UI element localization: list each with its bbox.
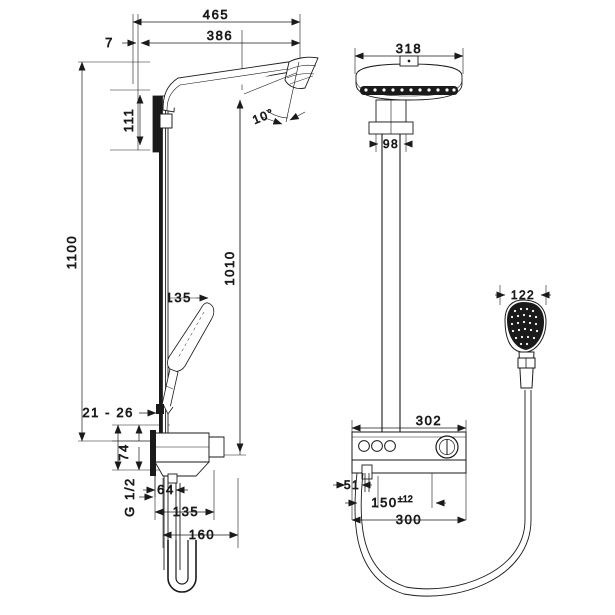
dim-318: 318: [354, 41, 464, 60]
temperature-knob: [435, 435, 459, 459]
dim-g12: G 1/2: [122, 477, 154, 517]
dim-302-label: 302: [416, 413, 443, 428]
dim-111-label: 111: [121, 108, 136, 133]
dim-1010-label: 1010: [222, 250, 237, 285]
dim-122-label: 122: [511, 288, 535, 302]
angle-10deg-label: 10°: [251, 106, 277, 127]
dim-74: 74: [114, 424, 143, 471]
dim-302: 302: [351, 413, 467, 432]
handshower-nozzles: [510, 307, 539, 346]
dim-122: 122: [495, 288, 551, 302]
overhead-shower-side: [284, 56, 319, 89]
wall-bracket: [152, 95, 173, 153]
arm-collar: [368, 99, 414, 135]
shower-hose: [354, 390, 532, 597]
overhead-nozzle-band: [360, 86, 458, 95]
dim-135-valve-label: 135: [173, 504, 200, 519]
button-3: [384, 440, 396, 452]
dim-51-label: 51: [344, 478, 360, 492]
dim-51: 51: [333, 478, 372, 492]
dim-21-26-label: 21 - 26: [82, 405, 134, 420]
overhead-nozzles: [364, 88, 456, 92]
dim-150-label: 150±12: [371, 494, 412, 510]
dim-64: 64: [143, 482, 188, 497]
handshower-holder: [156, 404, 164, 414]
u-bend-pipe: [167, 540, 197, 593]
handshower-handle: [517, 351, 536, 389]
dim-135-handshower: 135: [165, 290, 209, 305]
dim-386: 386: [140, 28, 301, 47]
dim-318-label: 318: [396, 41, 423, 56]
dim-111: 111: [121, 94, 144, 146]
dim-7: 7: [105, 35, 137, 50]
valve-outlet: [361, 464, 373, 492]
dim-1100-label: 1100: [64, 235, 79, 269]
dim-135-valve: 135: [154, 504, 215, 519]
right-column: [381, 134, 401, 432]
handshower-side: [161, 302, 215, 415]
dim-98: 98: [369, 137, 413, 151]
dim-7-label: 7: [105, 35, 114, 50]
valve-body-side: [154, 432, 225, 484]
dim-300-label: 300: [396, 512, 423, 527]
button-1: [358, 440, 370, 452]
dim-64-label: 64: [157, 482, 175, 497]
dim-300: 300: [351, 512, 467, 527]
dim-160-label: 160: [189, 527, 216, 542]
dim-g12-label: G 1/2: [122, 477, 137, 517]
dim-465: 465: [132, 7, 301, 26]
left-column-shadow: [159, 96, 162, 441]
dim-98-label: 98: [383, 137, 399, 151]
dim-160: 160: [162, 527, 239, 542]
dim-465-label: 465: [203, 7, 230, 22]
button-2: [371, 440, 383, 452]
dim-150-tol: 150±12: [345, 494, 446, 510]
dim-74-label: 74: [116, 443, 131, 461]
valve-wall-plate: [150, 430, 156, 476]
dim-1010: 1010: [222, 99, 244, 453]
shower-arm-side: [162, 61, 303, 113]
dim-386-label: 386: [207, 28, 234, 43]
dim-21-26: 21 - 26: [82, 405, 157, 420]
dim-1100: 1100: [64, 61, 86, 442]
thermostat-buttons: [358, 440, 396, 452]
dim-135-handshower-label: 135: [166, 290, 193, 305]
